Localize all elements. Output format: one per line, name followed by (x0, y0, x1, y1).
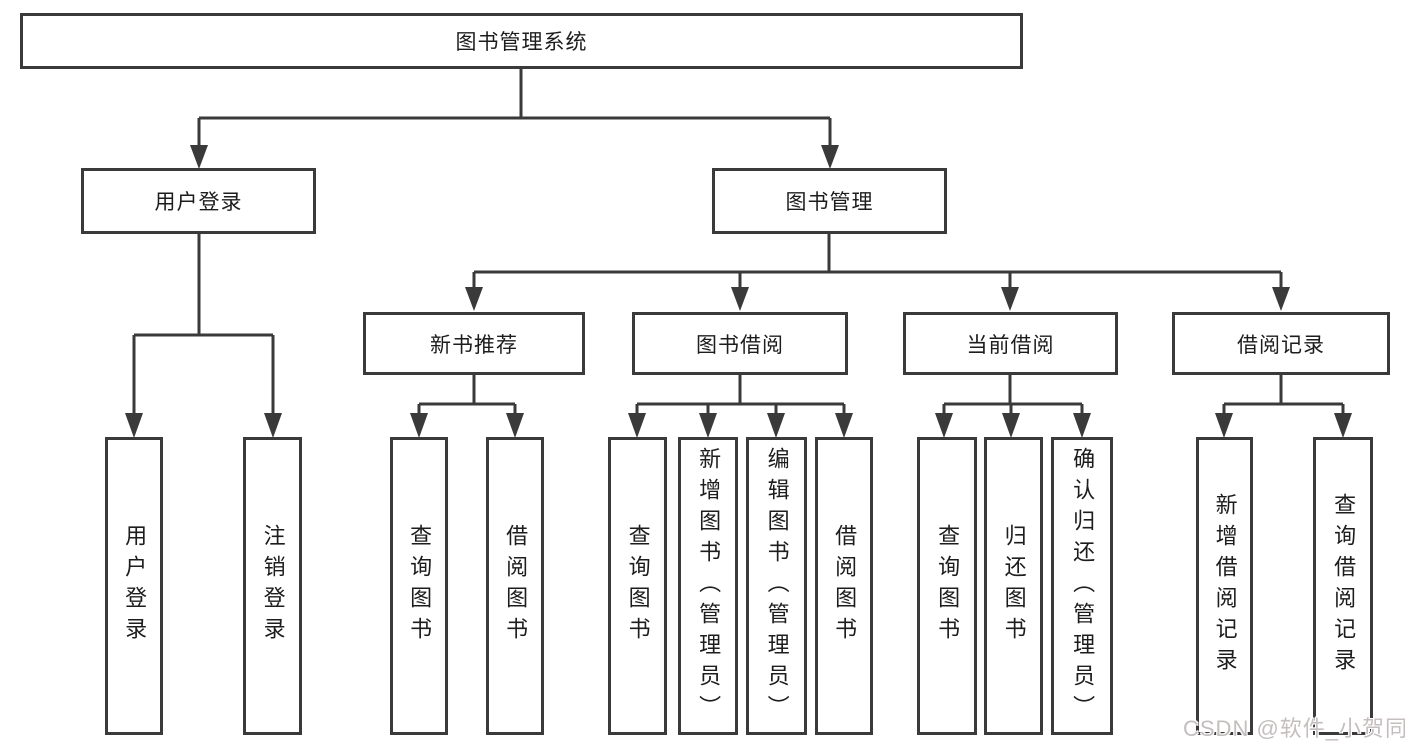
leaf-confirm-return-admin: 确认归还（管理员） (1051, 437, 1113, 735)
node-label: 查询图书 (625, 524, 651, 648)
leaf-logout: 注销登录 (243, 437, 302, 735)
node-label: 用户登录 (122, 524, 148, 648)
node-label: 图书管理 (785, 191, 874, 214)
node-label: 编辑图书（管理员） (764, 446, 790, 726)
node-library-management-system: 图书管理系统 (20, 13, 1023, 69)
node-borrowing-records: 借阅记录 (1172, 312, 1390, 375)
leaf-borrow-books-recommend: 借阅图书 (486, 437, 544, 735)
node-label: 借阅图书 (503, 524, 529, 648)
node-label: 新书推荐 (430, 333, 518, 357)
node-label: 当前借阅 (966, 333, 1055, 357)
connector-book-borrow-children (628, 375, 853, 438)
leaf-query-books-current: 查询图书 (917, 437, 977, 735)
leaf-edit-books-admin: 编辑图书（管理员） (746, 437, 807, 735)
leaf-add-books-admin: 新增图书（管理员） (678, 437, 738, 735)
node-label: 借阅图书 (832, 524, 858, 648)
leaf-query-books-recommend: 查询图书 (390, 437, 448, 735)
node-label: 查询图书 (935, 524, 961, 648)
connector-new-book-children (410, 375, 524, 438)
leaf-query-books-borrowing: 查询图书 (608, 437, 667, 735)
node-label: 图书借阅 (696, 333, 784, 357)
node-label: 图书管理系统 (455, 31, 588, 54)
node-label: 确认归还（管理员） (1070, 446, 1096, 726)
node-book-management: 图书管理 (712, 168, 947, 234)
node-label: 新增图书（管理员） (696, 446, 722, 726)
leaf-return-books: 归还图书 (984, 437, 1043, 735)
node-label: 归还图书 (1001, 524, 1027, 648)
node-user-login: 用户登录 (81, 168, 316, 234)
node-label: 查询图书 (407, 524, 433, 648)
csdn-watermark: CSDN @软件_小贺同学 (1183, 716, 1405, 741)
connector-current-borrow-children (935, 375, 1091, 438)
node-label: 用户登录 (154, 191, 243, 214)
node-new-book-recommendation: 新书推荐 (363, 312, 585, 375)
node-label: 注销登录 (260, 524, 286, 648)
connector-borrow-records-children (1215, 375, 1352, 438)
node-label: 查询借阅记录 (1331, 493, 1357, 679)
node-current-borrowing: 当前借阅 (903, 312, 1118, 375)
node-label: 借阅记录 (1237, 333, 1325, 357)
leaf-query-borrow-record: 查询借阅记录 (1313, 437, 1373, 735)
leaf-add-borrow-record: 新增借阅记录 (1196, 437, 1253, 735)
leaf-user-login: 用户登录 (105, 437, 163, 735)
node-label: 新增借阅记录 (1212, 493, 1238, 679)
connector-book-mgmt-children (465, 234, 1290, 311)
leaf-borrow-books: 借阅图书 (815, 437, 873, 735)
connector-root-to-level2 (190, 69, 839, 169)
node-book-borrowing: 图书借阅 (632, 312, 848, 375)
connector-user-login-children (125, 234, 282, 438)
